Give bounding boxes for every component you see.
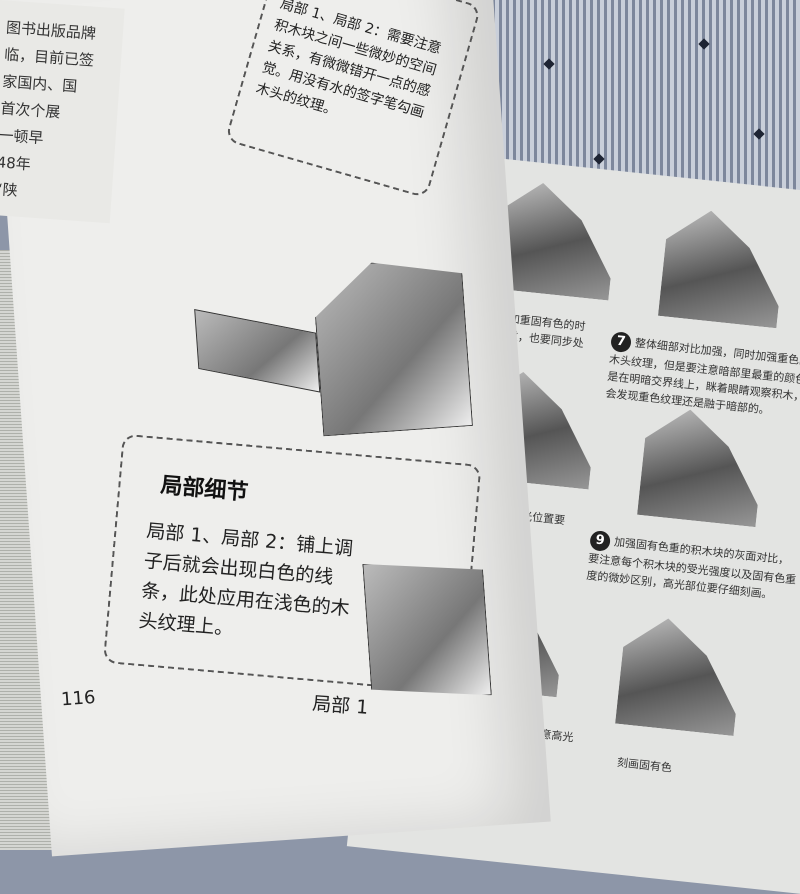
detail-caption: 局部 1 [311,692,370,719]
fabric-dot [753,128,765,140]
detail-sketch [362,556,491,704]
step-11: 刻画固有色 [616,755,673,775]
block-sketch [194,309,321,393]
fabric-dot [698,38,710,50]
background-book: 图书出版品牌 临，目前已签 家国内、国 首次个展 一顿早 48年 “陕 [0,0,125,224]
fabric-dot [593,153,605,165]
fabric-dot [543,58,555,70]
step-number-badge: 9 [589,529,612,552]
step-number-badge: 7 [610,331,633,354]
step-text: 加强固有色重的积木块的灰面对比，要注意每个积木块的受光强度以及固有色重度的微妙区… [585,535,797,602]
block-sketch [312,256,473,436]
detail-box-top: 局部细节 局部 1、局部 2：需要注意积木块之间一些微妙的空间关系，有微微错开一… [224,0,482,199]
page-number: 116 [60,686,97,711]
step-illustration [644,205,795,329]
step-illustration [601,613,752,737]
step-illustration [623,404,774,528]
step-text: 整体细部对比加强，同时加强重色的木头纹理，但是要注意暗部里最重的颜色还是在明暗交… [604,336,800,417]
